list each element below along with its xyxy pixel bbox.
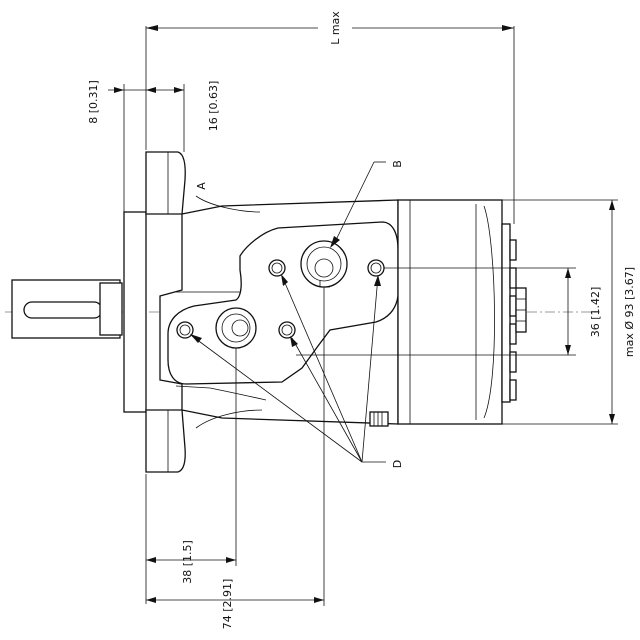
dimension-flange-thickness: 8 [0.31] <box>87 80 184 212</box>
output-shaft <box>11 279 123 339</box>
dimension-port-spacing: 36 [1.42] <box>296 267 602 356</box>
max-diameter-label: max Ø 93 [3.67] <box>623 267 636 357</box>
pilot-length-label: 16 [0.63] <box>207 81 220 132</box>
port-offset-near-label: 38 [1.5] <box>181 540 194 584</box>
length-label: L max <box>329 11 342 45</box>
port-spacing-label: 36 [1.42] <box>589 287 602 338</box>
dimension-max-diameter: max Ø 93 [3.67] <box>400 199 636 425</box>
callout-b-label: B <box>391 160 404 168</box>
dimension-length: L max <box>145 11 515 224</box>
port-b-lower <box>215 307 257 349</box>
mounting-flange <box>123 151 186 473</box>
port-offset-far-label: 74 [2.91] <box>221 579 234 630</box>
callout-a-label: A <box>195 182 208 190</box>
callout-b: B <box>330 160 404 248</box>
gerotor-section <box>397 199 527 425</box>
threaded-holes <box>176 259 385 339</box>
drain-plug <box>369 411 389 427</box>
dimension-port-offset-far: 74 [2.91] <box>146 287 325 630</box>
dimension-pilot-length: 16 [0.63] <box>174 81 220 152</box>
callout-d-label: D <box>391 460 404 468</box>
port-b-upper <box>300 240 348 288</box>
callout-a: A <box>195 182 208 190</box>
dimension-port-offset-near: 38 [1.5] <box>145 348 237 604</box>
flange-thickness-label: 8 [0.31] <box>87 80 100 124</box>
callout-d: D <box>190 274 404 468</box>
